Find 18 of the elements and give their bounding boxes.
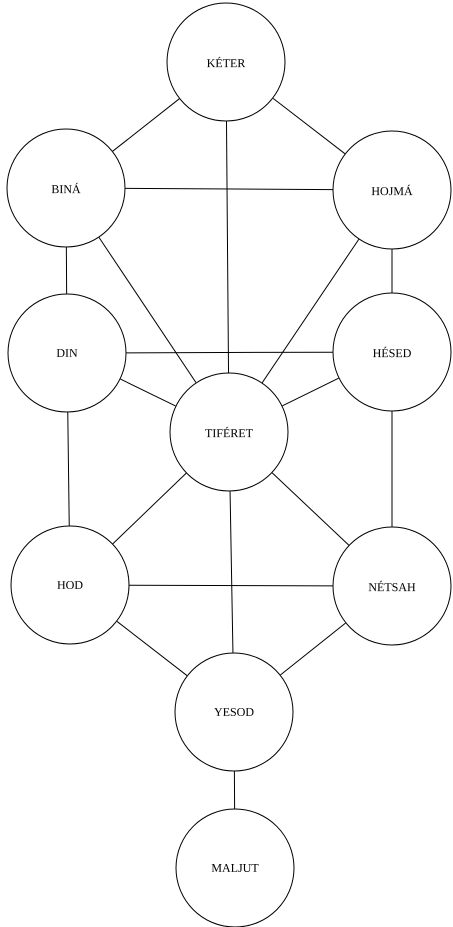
connecting-line	[98, 236, 196, 384]
connecting-line	[120, 378, 176, 406]
connecting-line	[112, 472, 187, 544]
connecting-line	[116, 620, 188, 676]
connecting-line	[129, 584, 333, 586]
connecting-line	[262, 238, 360, 384]
connecting-line	[125, 188, 333, 190]
connecting-line	[272, 472, 350, 546]
connecting-line	[226, 121, 230, 373]
connecting-line	[234, 771, 236, 810]
connecting-line	[66, 247, 68, 294]
connecting-line	[126, 352, 333, 354]
connecting-line	[112, 98, 180, 152]
connecting-line	[272, 98, 346, 154]
connecting-line	[282, 378, 340, 406]
connecting-line	[230, 491, 234, 654]
connecting-line	[280, 622, 346, 676]
connecting-line	[67, 412, 70, 526]
